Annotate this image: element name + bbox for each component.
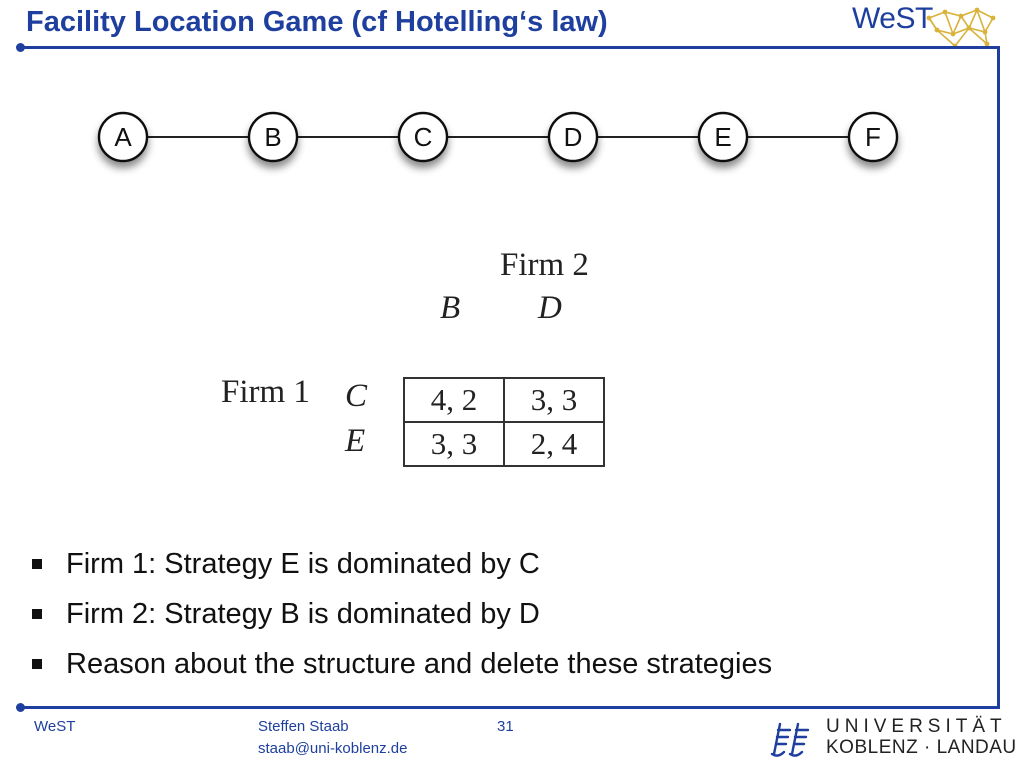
payoff-cell-c-d: 3, 3 [503,377,605,423]
graph-node-b: B [247,111,299,163]
graph-node-circle [97,111,149,163]
university-name: UNIVERSITÄT [826,716,1007,737]
column-strategy-d: D [538,290,562,326]
payoff-matrix: 4, 2 3, 3 3, 3 2, 4 [403,377,605,467]
row-player-label: Firm 1 [221,374,310,410]
node-path-graph: A B C D E F [97,111,899,163]
bullet-square-icon [32,659,42,669]
graph-node-circle [697,111,749,163]
university-logo: UNIVERSITÄT KOBLENZ · LANDAU [770,714,1016,762]
footer-page-number: 31 [497,718,514,735]
graph-node-a: A [97,111,149,163]
bullet-item: Firm 1: Strategy E is dominated by C [30,540,772,590]
graph-node-c: C [397,111,449,163]
frame-right-rule [997,46,1000,707]
graph-node-label: A [114,122,132,152]
bullet-item: Reason about the structure and delete th… [30,640,772,690]
footer-author: Steffen Staab [258,718,349,735]
payoff-cell-e-b: 3, 3 [403,421,505,467]
slide-title: Facility Location Game (cf Hotelling‘s l… [26,6,608,38]
university-location: KOBLENZ · LANDAU [826,737,1017,758]
bullet-list: Firm 1: Strategy E is dominated by C Fir… [30,540,772,690]
column-player-label: Firm 2 [500,247,589,283]
west-network-logo-icon [926,7,996,49]
payoff-row-c: 4, 2 3, 3 [403,377,605,423]
payoff-cell-c-b: 4, 2 [403,377,505,423]
graph-node-label: B [264,122,281,152]
west-logo-text: WeST [852,2,933,35]
graph-node-label: F [865,122,881,152]
graph-node-circle [247,111,299,163]
payoff-cell-e-d: 2, 4 [503,421,605,467]
bullet-square-icon [32,559,42,569]
graph-node-f: F [847,111,899,163]
graph-node-circle [847,111,899,163]
frame-dot-bottom-left [16,703,25,712]
row-strategy-e: E [345,423,366,459]
header-rule [20,46,1000,49]
footer-west: WeST [34,718,76,735]
bullet-text: Reason about the structure and delete th… [66,648,773,680]
bullet-text: Firm 1: Strategy E is dominated by C [66,548,540,580]
bullet-text: Firm 2: Strategy B is dominated by D [66,598,540,630]
graph-node-circle [547,111,599,163]
payoff-row-e: 3, 3 2, 4 [403,421,605,467]
graph-node-circle [397,111,449,163]
bullet-item: Firm 2: Strategy B is dominated by D [30,590,772,640]
graph-node-label: E [714,122,731,152]
graph-node-d: D [547,111,599,163]
footer-rule [20,706,1000,709]
university-emblem-icon [770,722,810,757]
column-strategy-b: B [440,290,461,326]
row-strategy-c: C [345,378,368,414]
footer-email: staab@uni-koblenz.de [258,740,408,757]
graph-node-label: C [414,122,433,152]
bullet-square-icon [32,609,42,619]
graph-node-label: D [564,122,583,152]
graph-node-e: E [697,111,749,163]
